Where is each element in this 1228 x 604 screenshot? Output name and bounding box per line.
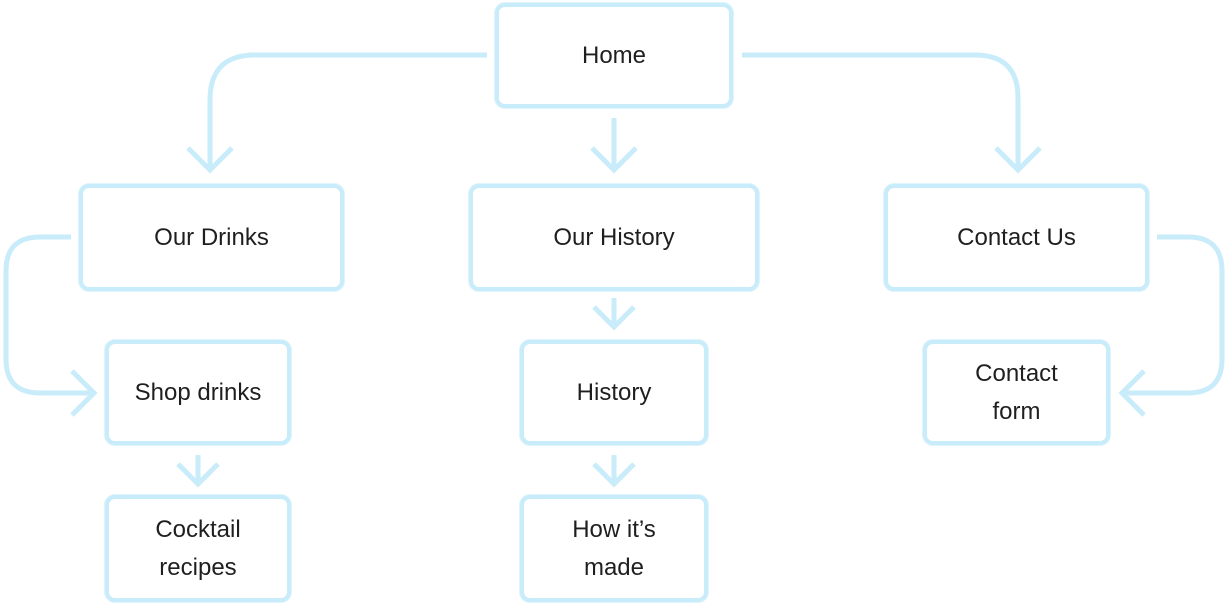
- connector-our-drinks-to-shop-drinks: [3, 234, 92, 396]
- arrowhead-contact-us-icon: [994, 146, 1042, 174]
- node-label: History: [576, 378, 652, 406]
- node-label: Our Drinks: [154, 223, 269, 251]
- node-how-its-made: How it’s made: [520, 495, 708, 602]
- arrowhead-shop-drinks-icon: [70, 369, 98, 417]
- arrowhead-cocktail-recipes-icon: [176, 462, 220, 488]
- node-our-history: Our History: [469, 184, 759, 291]
- connector-contact-us-to-contact-form: [1124, 234, 1225, 396]
- connector-home-to-contact-us: [742, 52, 1021, 168]
- node-contact-us: Contact Us: [884, 184, 1149, 291]
- arrowhead-our-history-icon: [590, 146, 638, 174]
- node-label: Contact form: [975, 359, 1058, 425]
- arrowhead-contact-form-icon: [1118, 369, 1146, 417]
- node-home: Home: [495, 3, 733, 108]
- node-label: How it’s made: [572, 515, 656, 581]
- node-shop-drinks: Shop drinks: [105, 340, 291, 445]
- arrowhead-our-drinks-icon: [186, 146, 234, 174]
- node-contact-form: Contact form: [923, 340, 1110, 445]
- node-label: Our History: [553, 223, 675, 251]
- arrowhead-how-its-made-icon: [592, 462, 636, 488]
- node-label: Shop drinks: [134, 378, 262, 406]
- node-label: Home: [581, 41, 647, 69]
- node-cocktail-recipes: Cocktail recipes: [105, 495, 291, 602]
- node-history: History: [520, 340, 708, 445]
- node-our-drinks: Our Drinks: [79, 184, 344, 291]
- arrowhead-history-icon: [592, 305, 636, 331]
- connector-home-to-our-drinks: [207, 52, 487, 168]
- node-label: Contact Us: [957, 223, 1076, 251]
- node-label: Cocktail recipes: [155, 515, 241, 581]
